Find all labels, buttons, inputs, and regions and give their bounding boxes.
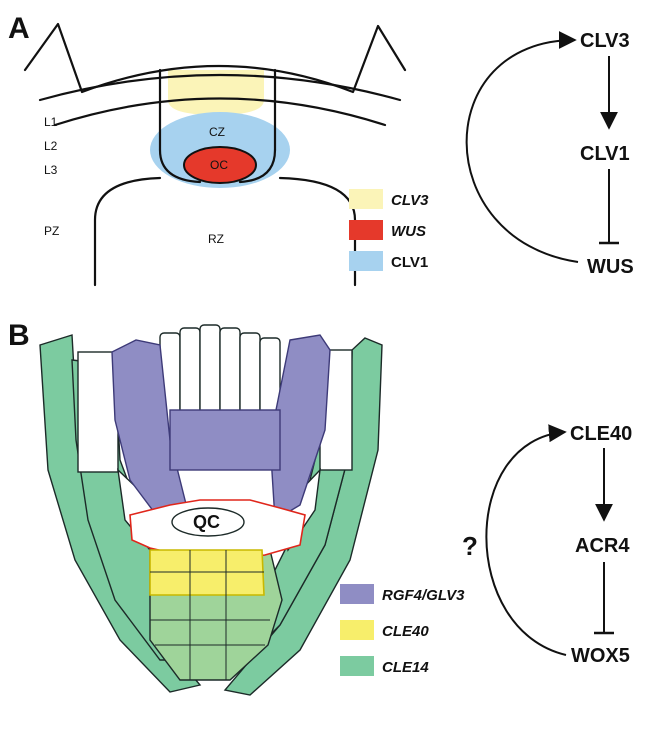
legend-b: RGF4/GLV3 CLE40 CLE14 <box>340 584 465 676</box>
pathway-a-node-clv1: CLV1 <box>580 143 630 165</box>
legend-b-swatch-cle14 <box>340 656 374 676</box>
panel-b-label: B <box>8 319 30 352</box>
legend-a-label-wus: WUS <box>391 223 426 240</box>
layer-label-l2: L2 <box>44 139 58 153</box>
pathway-b-feedback-arrow <box>486 432 566 655</box>
cle40-domain <box>150 550 264 595</box>
pathway-b-node-wox5: WOX5 <box>571 645 630 667</box>
legend-b-label-cle40: CLE40 <box>382 623 429 640</box>
panel-b: B <box>8 319 632 695</box>
legend-b-label-rgf4: RGF4/GLV3 <box>382 587 465 604</box>
pathway-a: CLV3 CLV1 WUS <box>467 30 634 278</box>
zone-label-rz: RZ <box>208 232 224 246</box>
layer-label-l1: L1 <box>44 115 58 129</box>
pathway-b-node-acr4: ACR4 <box>575 535 630 557</box>
legend-a: CLV3 WUS CLV1 <box>349 189 429 271</box>
zone-label-cz: CZ <box>209 125 225 139</box>
legend-a-label-clv1: CLV1 <box>391 254 428 271</box>
legend-a-label-clv3: CLV3 <box>391 192 429 209</box>
legend-b-label-cle14: CLE14 <box>382 659 429 676</box>
pathway-b: CLE40 ACR4 WOX5 ? <box>462 423 632 667</box>
pathway-a-feedback-arrow <box>467 40 578 262</box>
zone-label-pz: PZ <box>44 224 59 238</box>
layer-label-l3: L3 <box>44 163 58 177</box>
legend-b-swatch-rgf4 <box>340 584 374 604</box>
legend-a-swatch-clv1 <box>349 251 383 271</box>
legend-a-swatch-clv3 <box>349 189 383 209</box>
panel-a: A L1 L2 L3 CZ OC PZ RZ CLV3 WUS <box>8 12 634 285</box>
pathway-a-node-wus: WUS <box>587 256 634 278</box>
legend-b-swatch-cle40 <box>340 620 374 640</box>
qc-label: QC <box>193 512 220 532</box>
legend-a-swatch-wus <box>349 220 383 240</box>
panel-a-label: A <box>8 12 30 45</box>
zone-label-oc: OC <box>210 158 228 172</box>
pathway-b-question-mark: ? <box>462 531 478 561</box>
pathway-a-node-clv3: CLV3 <box>580 30 630 52</box>
pathway-b-node-cle40: CLE40 <box>570 423 632 445</box>
